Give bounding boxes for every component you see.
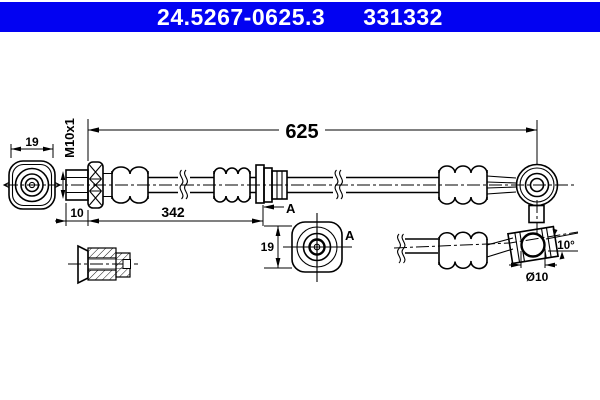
middle-bracket-fitting <box>255 164 288 204</box>
dim-625-text: 625 <box>285 121 318 143</box>
thread-spec-text: M10x1 <box>62 118 77 158</box>
threaded-fitting-side-view <box>65 161 149 209</box>
dim-hole-diameter-text: Ø10 <box>526 270 549 284</box>
banjo-end <box>438 163 559 238</box>
banjo-angle-view <box>393 225 579 270</box>
dim-thread: M10x1 <box>60 118 77 199</box>
dim-342-text: 342 <box>161 204 185 220</box>
dim-19-view-a-text: 19 <box>261 240 275 254</box>
dim-angle-text: 10° <box>557 240 575 252</box>
reference-number: 331332 <box>363 3 443 30</box>
dim-10-text: 10 <box>70 206 84 220</box>
section-arrow-label: A <box>286 201 296 216</box>
section-detail-view <box>68 244 138 285</box>
view-a-end-view: A <box>283 213 355 282</box>
dim-view-a-width: 19 <box>261 225 292 269</box>
technical-drawing: 19 M10x1 <box>2 118 579 285</box>
view-a-title: A <box>345 228 355 243</box>
dim-19-left-text: 19 <box>25 135 39 149</box>
break-symbol-3 <box>397 233 406 264</box>
dim-banjo-angle: 10° <box>545 228 579 260</box>
section-arrow-a: A <box>263 201 296 216</box>
dim-banjo-hole: Ø10 <box>509 249 557 284</box>
hose-body <box>148 167 439 203</box>
break-symbol <box>179 169 188 200</box>
dim-fitting-and-section: 10 342 <box>55 203 264 226</box>
left-eyelet-view <box>2 160 62 210</box>
dim-overall-length: 625 <box>87 119 538 164</box>
dim-end-fitting-width: 19 <box>10 135 54 158</box>
break-symbol-2 <box>334 169 343 200</box>
title-bar: 24.5267-0625.3 331332 <box>0 2 600 32</box>
part-number: 24.5267-0625.3 <box>157 3 326 30</box>
